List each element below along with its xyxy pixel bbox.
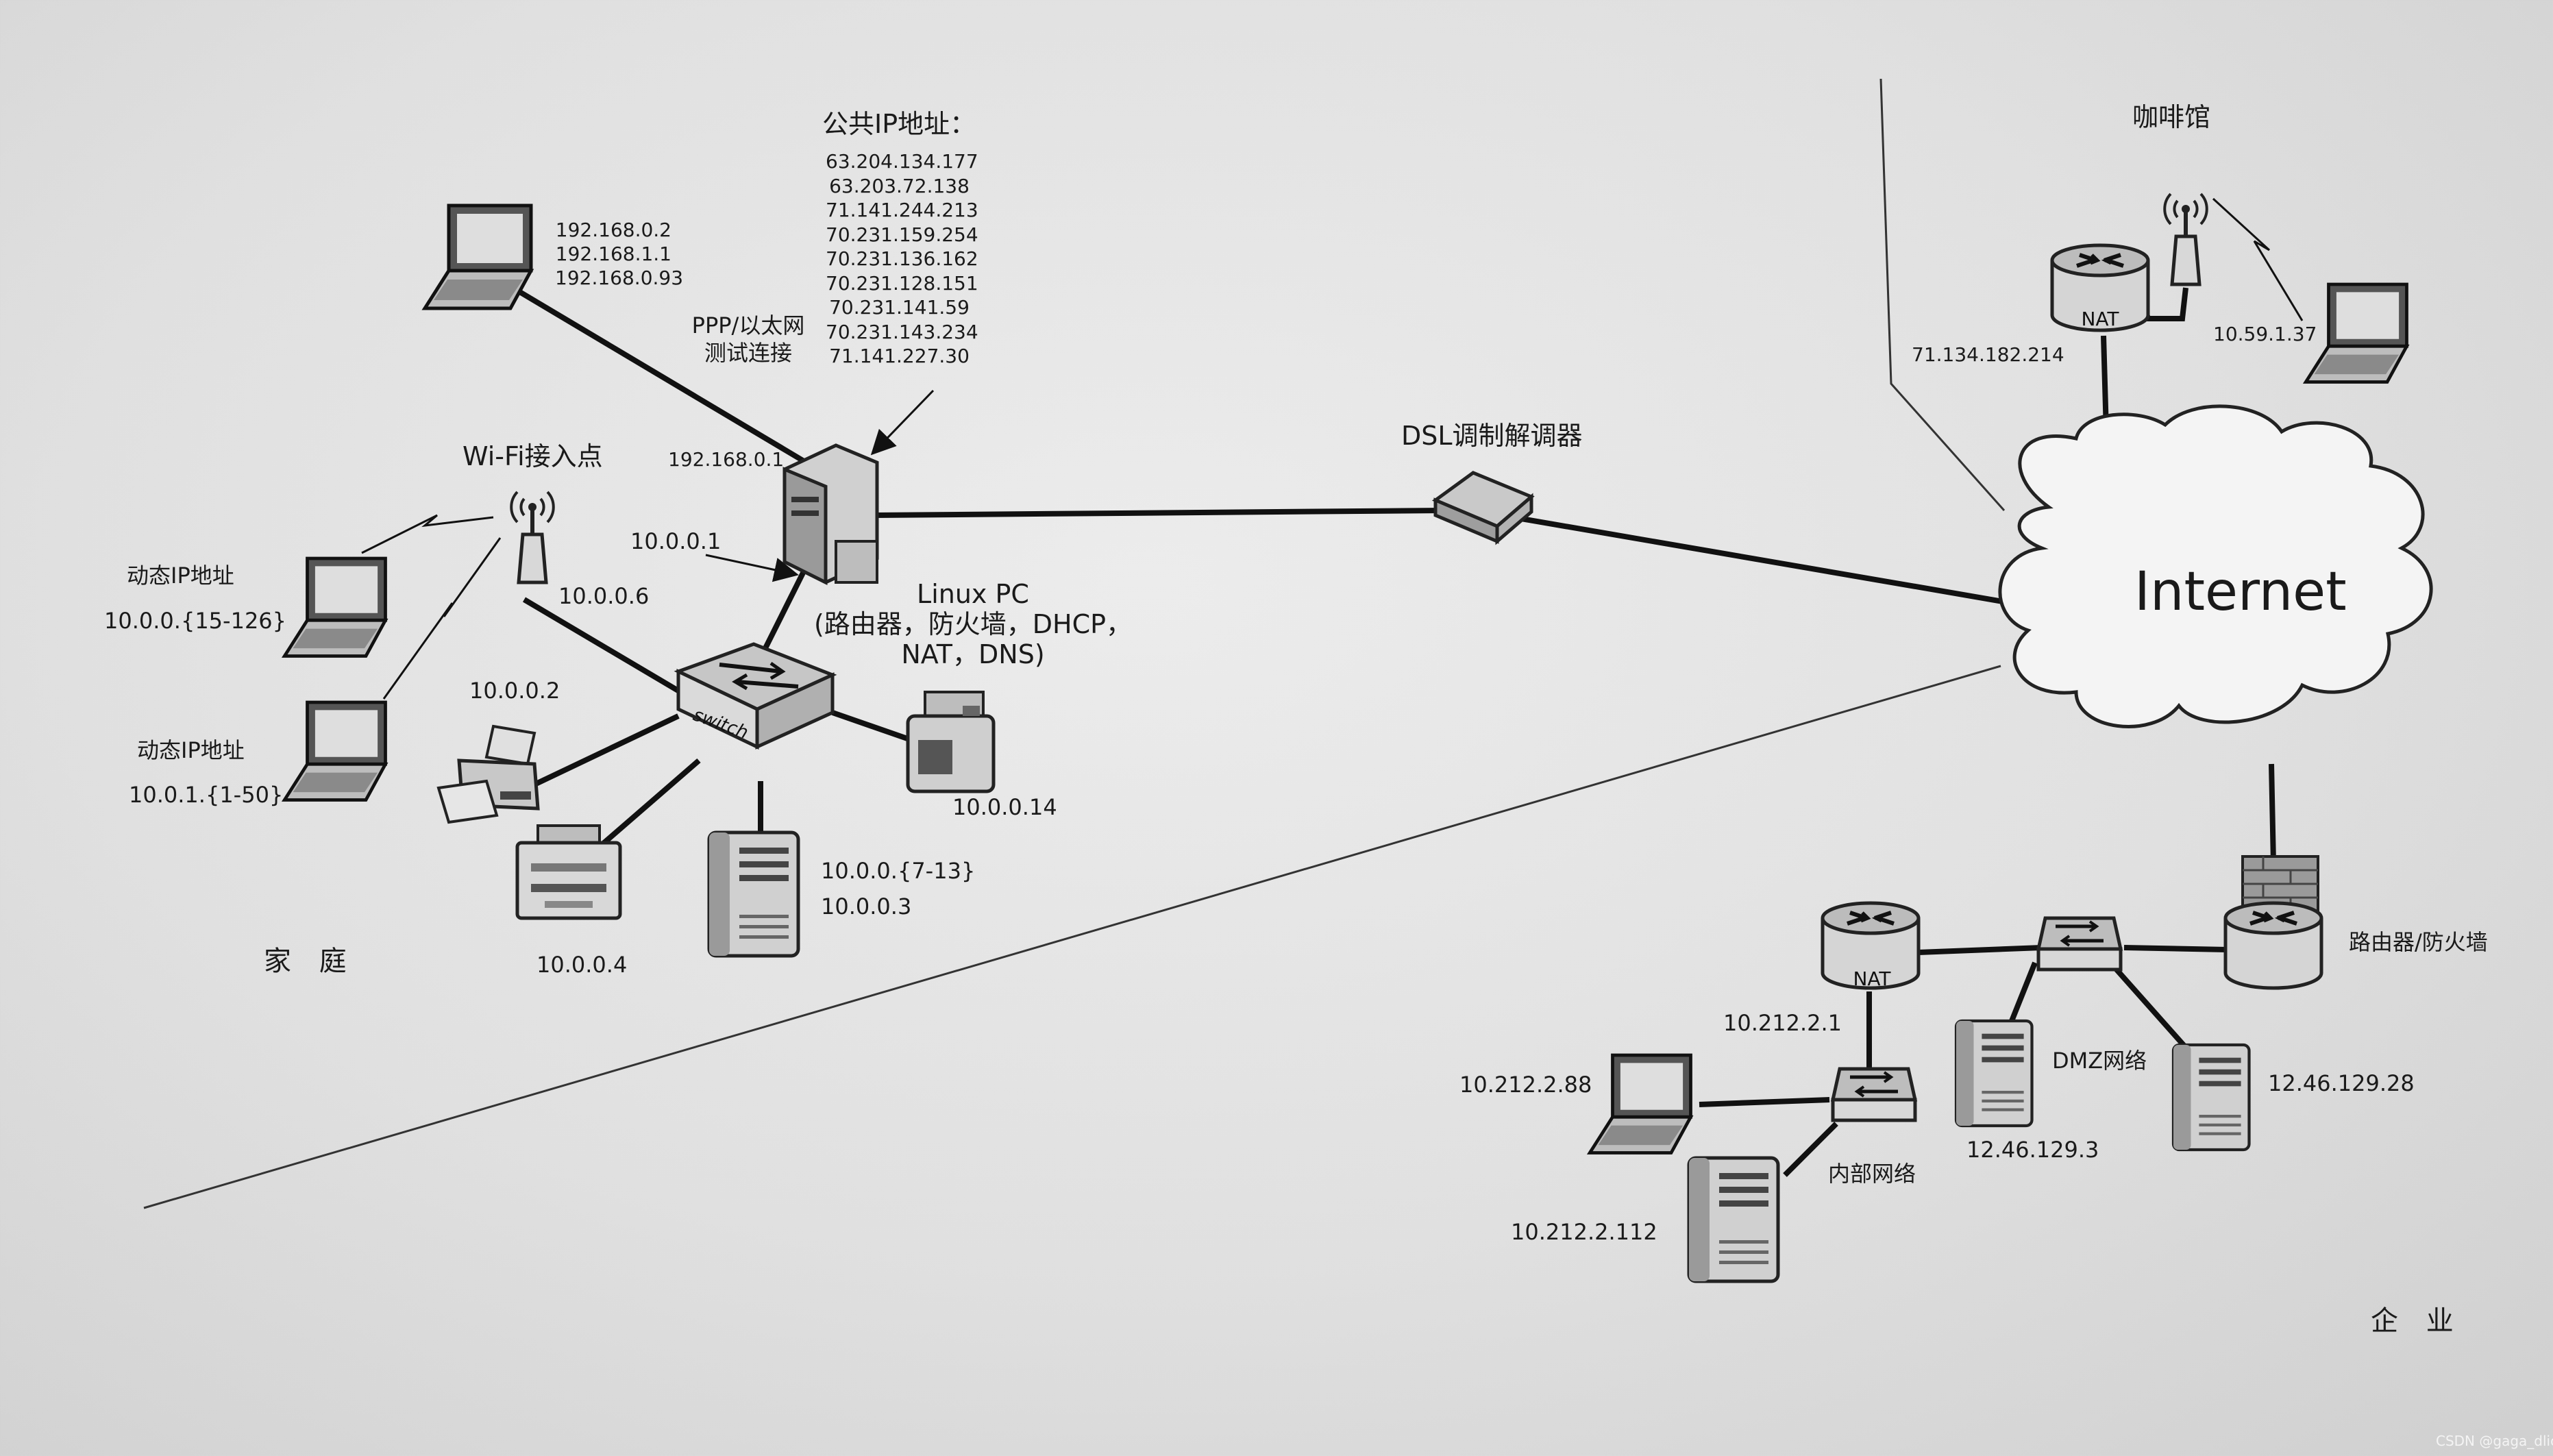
public-ip-list: 63.204.134.177 63.203.72.138 71.141.244.… [826,149,978,369]
server-icon [1689,1158,1778,1281]
home-enterprise-divider [143,665,2001,1209]
internet-label: Internet [2134,561,2347,623]
wifi-access-point-icon [511,492,554,582]
printer-icon [436,724,540,824]
dsl-modem-icon [1431,471,1535,545]
printer-icon [906,691,996,793]
region-home: 家 庭 [264,946,356,977]
linux-pc-icon [782,443,879,586]
public-ip-title: 公共IP地址： [822,109,976,139]
public-ip: 63.204.134.177 [826,150,978,173]
watermark: CSDN @gaga_dlic [2436,1433,2553,1449]
ppp-label: PPP/以太网 测试连接 [691,312,805,366]
public-ip: 70.231.143.234 [826,320,978,343]
dmz-ip-1: 12.46.129.3 [1966,1137,2099,1163]
dmz-switch-icon [2038,918,2121,970]
public-ip: 70.231.128.151 [826,271,978,295]
dmz-label: DMZ网络 [2052,1048,2147,1074]
server-ips: 10.0.0.{7-13} 10.0.0.3 [821,858,976,920]
public-ip: 63.203.72.138 [829,174,970,197]
printer-ip: 10.0.0.2 [469,678,560,704]
internal-switch-icon [1833,1069,1915,1120]
copier-icon [515,824,622,920]
laptop-icon [284,702,385,800]
pc-lan-ip: 10.0.0.1 [630,528,722,554]
public-ip: 71.141.244.213 [826,199,978,221]
wifi-label: Wi-Fi接入点 [463,441,603,471]
connection-lines [505,282,2276,1177]
internet-cloud [1998,404,2433,728]
dyn-ip-label-2: 动态IP地址 [137,737,245,763]
public-ip: 71.141.227.30 [829,345,970,367]
laptop-icon [2306,284,2406,382]
public-ip: 70.231.141.59 [829,296,970,319]
firewall-router-icon [2225,855,2321,988]
public-ip: 70.231.136.162 [826,247,978,270]
region-enterprise: 企 业 [2371,1305,2463,1337]
internal-network-label: 内部网络 [1828,1161,1916,1187]
wifi-access-point-icon [2164,194,2207,284]
cafe-title: 咖啡馆 [2132,102,2211,132]
dyn-ip-range-2: 10.0.1.{1-50} [129,782,284,808]
ent-nat-label: NAT [1853,967,1891,990]
cafe-nat-ip: 71.134.182.214 [1912,343,2064,366]
copier-ip: 10.0.0.4 [536,952,628,978]
wireless-signals [361,197,2304,700]
dsl-modem-label: DSL调制解调器 [1401,421,1583,451]
ent-nat-ip: 10.212.2.1 [1723,1010,1842,1036]
top-laptop-ips: 192.168.0.2 192.168.1.1 192.168.0.93 [555,219,684,289]
enterprise-router-label: 路由器/防火墙 [2349,929,2488,955]
linux-pc-label: Linux PC (路由器，防火墙，DHCP， NAT，DNS) [813,579,1133,669]
laptop-icon [284,558,385,656]
cafe-nat-label: NAT [2081,308,2119,330]
dyn-ip-range-1: 10.0.0.{15-126} [104,608,287,634]
server-icon [2173,1045,2249,1150]
server-icon [709,832,798,956]
cafe-divider [1879,78,2006,511]
switch-icon: switch [674,642,837,750]
server-icon [1956,1021,2032,1126]
dyn-ip-label-1: 动态IP地址 [127,563,234,589]
cafe-laptop-ip: 10.59.1.37 [2213,323,2317,345]
laptop-icon [425,206,531,308]
lan-ip-arrow [705,554,799,582]
device-ip-14: 10.0.0.14 [952,794,1057,820]
public-ip: 70.231.159.254 [826,223,978,246]
ent-server-ip: 10.212.2.112 [1511,1219,1657,1245]
wifi-ip: 10.0.0.6 [558,583,650,609]
ppp-arrow [870,389,935,456]
laptop-icon [1590,1055,1690,1153]
pc-eth-ip: 192.168.0.1 [668,448,785,471]
dmz-ip-2: 12.46.129.28 [2268,1070,2415,1096]
ent-laptop-ip: 10.212.2.88 [1459,1072,1592,1098]
